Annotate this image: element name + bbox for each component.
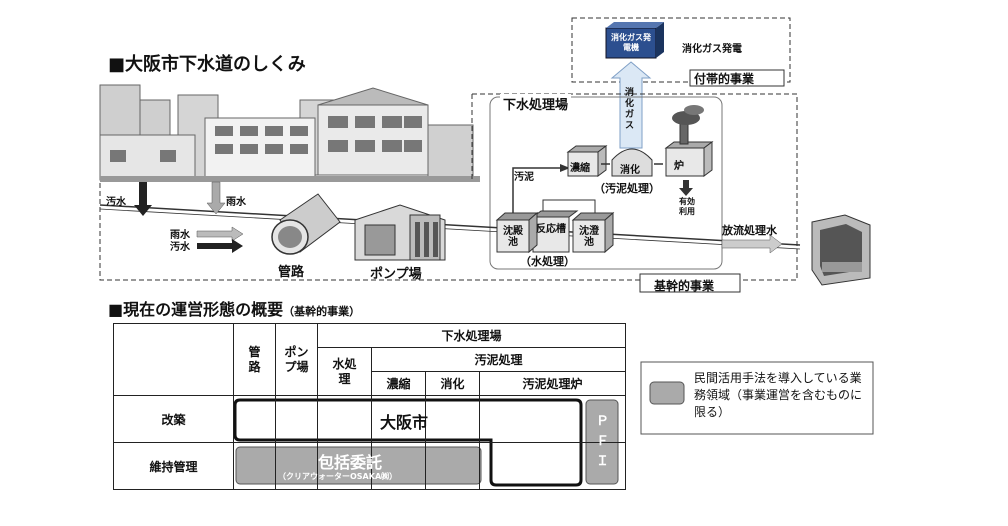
pump-label: ポンプ場 [370,267,422,282]
core-business-label: 基幹的事業 [654,279,715,293]
section1-title: ■大阪市下水道のしくみ [108,54,306,75]
discharge-label: 放流処理水 [722,224,777,237]
pipe-label: 管路 [278,265,305,280]
legend-swatch [649,381,685,405]
pfi-label: ＰＦＩ [596,414,610,469]
gas-label: 消化ガス [625,88,635,131]
thickening-label: 濃縮 [570,163,590,174]
sewage-label-2: 汚水 [170,242,190,253]
gas-power-label: 消化ガス発電 [682,44,742,55]
incidental-business-label: 付帯的事業 [694,72,755,86]
gas-generator-label: 消化ガス発電機 [611,33,651,52]
row-renovation-label: 改築 [113,395,234,443]
effective-use-label: 有効利用 [679,197,695,216]
section2-title: ■現在の運営形態の概要（基幹的事業） [108,296,360,320]
pipe-header: 管路 [233,323,276,396]
section2-title-text: ■現在の運営形態の概要 [108,300,284,319]
thick-header: 濃縮 [371,371,426,396]
contract-sub-label: （クリアウォーターOSAKA㈱） [278,472,398,481]
river-channel-icon [811,214,871,286]
tank-3-label: 沈澄池 [579,226,599,248]
treatment-plant-box [489,96,723,270]
plant-header: 下水処理場 [316,323,627,348]
furnace-header: 汚泥処理炉 [478,371,627,396]
contract-label: 包括委託 [318,453,383,472]
water-header: 水処理 [317,347,372,396]
core-business-box [99,93,798,281]
corner-cell [113,323,234,396]
rain-label: 雨水 [226,197,246,208]
sludge-label: 汚泥 [514,172,534,183]
gas-generator-icon [605,22,664,59]
sewage-label: 汚水 [106,197,126,208]
plant-title: 下水処理場 [500,94,572,113]
section2-subtitle: （基幹的事業） [283,305,361,318]
osaka-city-label: 大阪市 [380,413,429,432]
pump-header: ポンプ場 [275,323,318,396]
water-treatment-tanks [495,210,615,254]
digestion-label: 消化 [620,165,640,176]
row-maintenance-label: 維持管理 [113,442,234,490]
building-windows [110,116,422,162]
operations-table: 管路 ポンプ場 下水処理場 水処理 汚泥処理 濃縮 消化 汚泥処理炉 改築 維持… [113,323,627,490]
sludge-header: 汚泥処理 [370,347,627,372]
rain-label-2: 雨水 [170,230,190,241]
sludge-treatment-equipment [566,105,714,177]
incidental-business-box [571,17,791,83]
sludge-treatment-label: （汚泥処理） [594,182,660,195]
tank-2-label: 反応槽 [536,224,566,235]
digest-header: 消化 [425,371,480,396]
pipe-icon [271,193,341,255]
gas-arrow [610,61,652,149]
water-treatment-label: （水処理） [520,255,575,268]
pump-station-icon [354,204,446,261]
legend-text: 民間活用手法を導入している業務領域（事業運営を含むものに限る） [694,371,863,419]
tank-1-label: 沈殿池 [503,226,523,248]
city-buildings [99,84,474,181]
furnace-label: 炉 [674,161,684,172]
